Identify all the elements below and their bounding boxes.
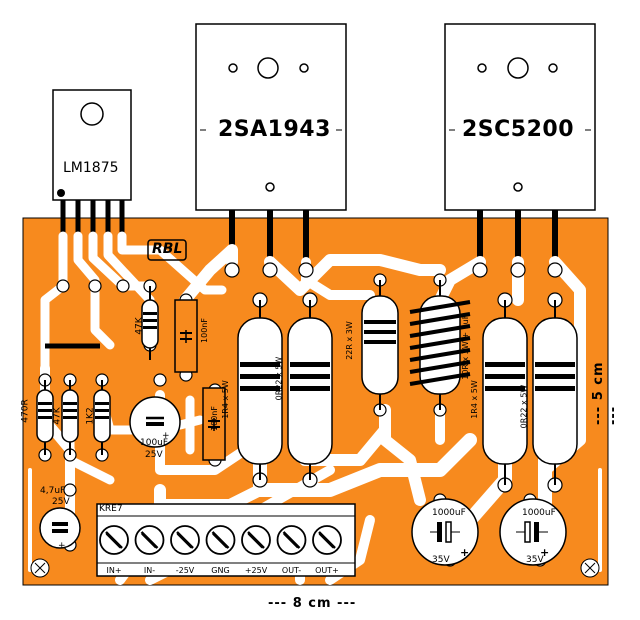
label-1000uf-left: 1000uF [432,508,466,518]
dimension-width-label: --- 8 cm --- [268,596,357,611]
resistor-1k2 [93,380,111,455]
label-1000uf-left-voltage: 35V [432,555,450,565]
terminal-pin-label: IN- [143,566,156,575]
terminal-screw-slot-1 [140,531,159,549]
terminal-pin-label: -25V [175,566,195,575]
resistor-47k-a [61,380,79,455]
mounting-hole-right [580,558,600,578]
label-0r22-5w-left: 0R22 x 5W [274,356,284,401]
terminal-pin-label: IN+ [106,566,122,575]
terminal-block-label: KRE7 [99,504,123,514]
label-1000uf-right: 1000uF [522,508,556,518]
label-4-7uf-voltage: 25V [52,497,70,507]
label-1k2: 1K2 [85,407,96,425]
resistor-470r [36,380,54,455]
resistor-0r22-5w-right [532,300,578,485]
terminal-screw-slot-6 [318,531,336,549]
terminal-pin-label: GNG [211,566,230,575]
label-470r: 470R [20,399,31,423]
label-47k-b: 47K [134,317,145,335]
resistor-1r4-5w-right [482,300,528,485]
label-1r4-5w-left: 1R4 x 5W [220,380,230,419]
label-22r-3w: 22R x 3W [344,321,354,360]
terminal-screw-slot-3 [211,531,230,549]
label-100nf-a: 100nF [199,318,209,343]
terminal-screw-slot-edge-2 [176,533,192,549]
terminal-screw-slot-edge-0 [105,533,121,549]
resistor-47k-b [141,286,159,360]
capacitor-100uf: + [129,396,181,448]
mounting-hole-left [30,558,50,578]
label-4-7uf: 4,7uF [40,486,66,496]
capacitor-100nf-a [174,299,198,373]
label-100nf-b: 100nF [209,406,219,431]
label-1000uf-right-voltage: 35V [526,555,544,565]
svg-text:+: + [540,546,549,559]
label-47k-a: 47K [52,407,63,425]
rbl-logo: RBL [152,241,183,257]
capacitor-4-7uf: + [39,507,81,551]
terminal-screw-slot-edge-1 [141,533,156,549]
resistor-0r22-5w-left [287,300,333,480]
transistor-2sa1943-label: 2SA1943 [218,117,331,142]
terminal-screw-slot-edge-6 [318,533,334,549]
svg-text:+: + [162,431,170,441]
label-100uf-voltage: 25V [145,450,163,460]
resistor-1r4-5w-left [237,300,283,480]
ic-lm1875-label: LM1875 [63,160,119,176]
terminal-screw-slot-edge-5 [283,533,298,549]
svg-text:+: + [460,546,469,559]
dimension-height-label: --- 5 cm --- [591,361,621,425]
terminal-screw-slot-4 [247,531,265,549]
label-100uf: 100uF [140,438,169,448]
terminal-pin-label: OUT+ [315,566,339,575]
label-coil-10r: 10R x 3W + 1uH [460,313,470,380]
terminal-screw-slot-0 [105,531,123,549]
terminal-screw-slot-2 [176,531,194,549]
transistor-2sc5200-label: 2SC5200 [462,117,575,142]
terminal-screws [99,525,342,555]
terminal-screw-slot-edge-3 [212,533,227,549]
solder-pads [38,262,563,567]
coil-resistor-10r [409,280,471,410]
label-0r22-5w-right: 0R22 x 5W [519,384,529,429]
capacitor-100nf-b [202,387,226,461]
svg-text:+: + [58,541,66,551]
resistor-22r-3w [361,280,399,410]
terminal-pin-label: OUT- [281,566,302,575]
capacitor-1000uf-left: + [411,498,479,566]
capacitor-1000uf-right: + [499,498,567,566]
label-1r4-5w-right: 1R4 x 5W [469,380,479,419]
terminal-screw-slot-edge-4 [247,533,263,549]
terminal-screw-slot-5 [282,531,301,549]
rbl-logo-frame [147,239,187,261]
terminal-pin-label: +25V [244,566,268,575]
